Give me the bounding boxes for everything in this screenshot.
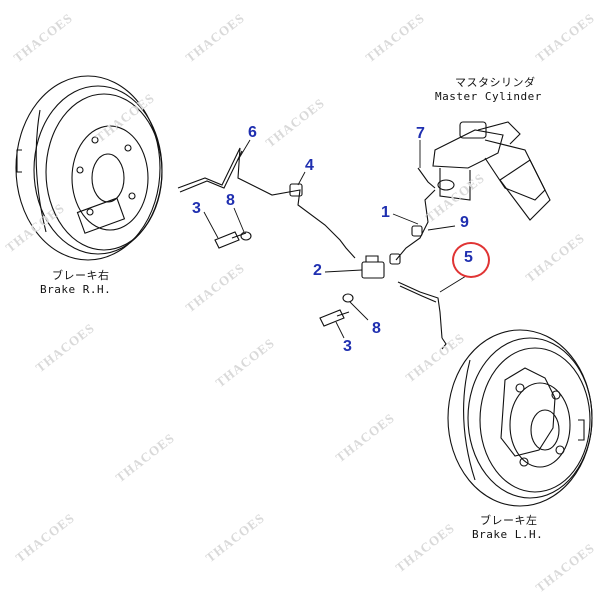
callout-3-lower: 3 bbox=[343, 338, 352, 355]
callout-6: 6 bbox=[248, 124, 257, 141]
callout-9: 9 bbox=[460, 214, 469, 231]
brake-lines bbox=[177, 147, 443, 339]
callout-1: 1 bbox=[381, 204, 390, 221]
master-cylinder-label-jp: マスタシリンダ bbox=[455, 76, 536, 89]
callout-3-upper: 3 bbox=[192, 200, 201, 217]
brake-rh-label-en: Brake R.H. bbox=[40, 283, 112, 296]
master-cylinder-label-en: Master Cylinder bbox=[435, 90, 542, 103]
callout-8-lower: 8 bbox=[372, 320, 381, 337]
callout-4: 4 bbox=[305, 157, 314, 174]
brake-lh-drum bbox=[447, 329, 593, 507]
brake-lh-label-jp: ブレーキ左 bbox=[480, 514, 538, 527]
callout-5-highlighted: 5 bbox=[464, 249, 473, 266]
callout-7: 7 bbox=[416, 125, 425, 142]
highlight-circle bbox=[452, 242, 490, 278]
callout-8-upper: 8 bbox=[226, 192, 235, 209]
callout-2: 2 bbox=[313, 262, 322, 279]
leader-lines bbox=[203, 139, 467, 339]
brake-lh-label-en: Brake L.H. bbox=[472, 528, 544, 541]
fittings bbox=[214, 183, 447, 350]
master-cylinder-body bbox=[432, 121, 551, 221]
brake-rh-label-jp: ブレーキ右 bbox=[52, 269, 110, 282]
brake-rh-drum bbox=[15, 75, 163, 261]
